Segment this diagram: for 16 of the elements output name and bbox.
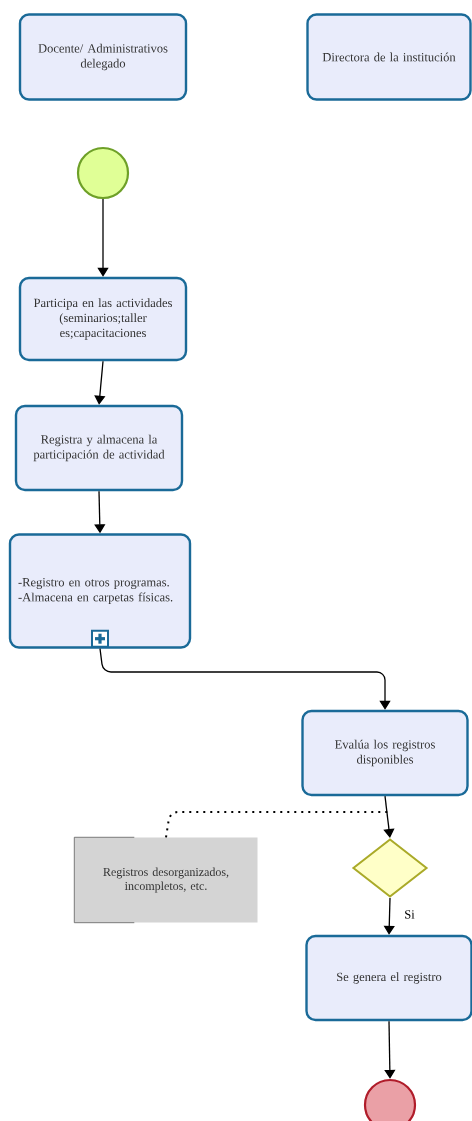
task-box: Participa en las actividades (seminarios;taller es;capacitaciones (18, 276, 188, 362)
edge-label: Si (403, 909, 416, 920)
end-event-circle (363, 1078, 417, 1121)
task-box: Evalúa los registros disponibles (301, 709, 469, 797)
arrow (384, 1020, 396, 1079)
lane-header-box: Docente/ Administrativos delegado (18, 13, 188, 101)
task-box: Registra y almacena la participación de actividad (14, 404, 184, 492)
arrow (383, 795, 395, 838)
task-box: Se genera el registro (305, 934, 472, 1022)
annotation-box: Registros desorganizados, incompletos, etc. (73, 836, 258, 924)
lane-header-box: Directora de la institución (306, 13, 472, 101)
arrow (99, 648, 391, 710)
subprocess-box: -Registro en otros programas. -Almacena en carpetas físicas. (8, 533, 192, 649)
start-event-circle (76, 146, 130, 200)
arrow (94, 360, 106, 405)
arrow (97, 198, 109, 277)
